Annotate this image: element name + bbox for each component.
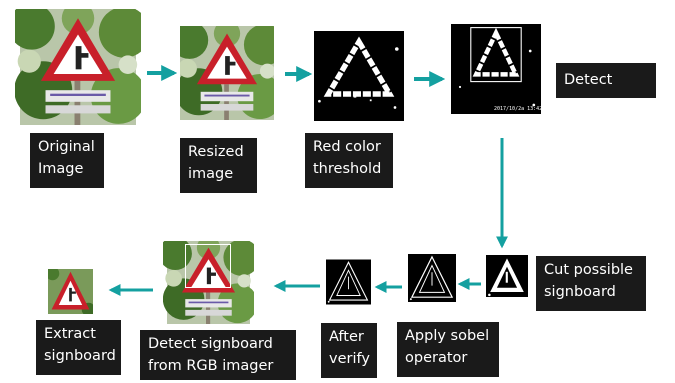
label-sobel: Apply sobel operator <box>397 322 499 377</box>
detect-rgb-image <box>163 241 254 324</box>
timestamp-text: 2017/10/2a 13:42 <box>494 106 543 112</box>
label-resized: Resized image <box>180 138 257 193</box>
label-original: Original Image <box>30 133 104 188</box>
detect-area-image: 2017/10/2a 13:42 <box>448 24 544 114</box>
label-cut: Cut possible signboard <box>536 256 646 311</box>
label-red-threshold: Red color threshold <box>305 133 393 188</box>
label-detect-area: Detect area <box>556 63 656 117</box>
detection-box <box>185 244 231 288</box>
label-detect-rgb: Detect signboard from RGB imager <box>140 330 296 380</box>
label-extract: Extract signboard <box>36 320 121 375</box>
label-verify: After verify <box>321 323 377 378</box>
